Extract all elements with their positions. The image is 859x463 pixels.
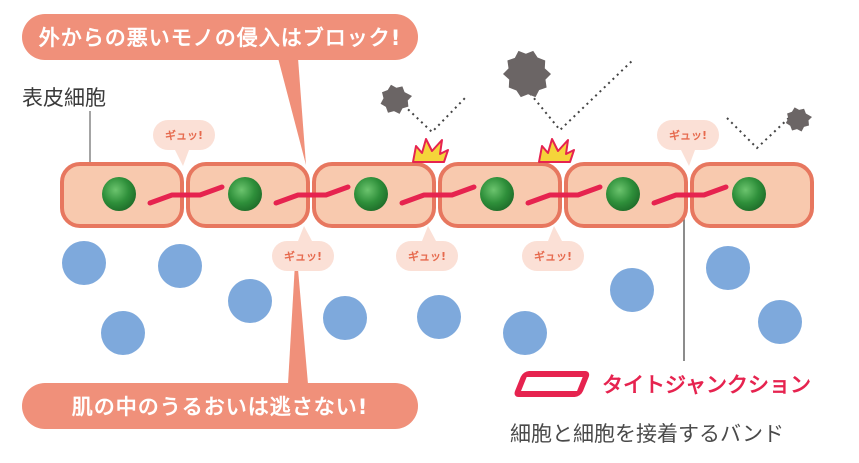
moisture-droplet-icon (610, 268, 654, 312)
squeeze-bubble: ギュッ! (657, 120, 719, 150)
legend-description: 細胞と細胞を接着するバンド (510, 422, 785, 446)
cell-nucleus (606, 177, 640, 211)
tight-junction-band-icon (273, 184, 351, 206)
bubble-tail (681, 150, 695, 166)
moisture-droplet-icon (228, 279, 272, 323)
trajectory-line (726, 116, 791, 150)
squeeze-bubble: ギュッ! (153, 120, 215, 150)
tight-junction-band-icon (514, 371, 590, 397)
cell-nucleus (732, 177, 766, 211)
cell-nucleus (228, 177, 262, 211)
harmful-particle-icon (380, 84, 412, 114)
moisture-droplet-icon (706, 246, 750, 290)
moisture-droplet-icon (417, 295, 461, 339)
particle-trajectories (394, 58, 791, 150)
tight-junction-band-icon (525, 184, 603, 206)
bottom-banner-pointer (288, 246, 308, 384)
moisture (62, 241, 802, 355)
moisture-droplet-icon (758, 300, 802, 344)
cell-nucleus (480, 177, 514, 211)
harmful-particles (380, 50, 812, 132)
tight-junction-band-icon (399, 184, 477, 206)
moisture-droplet-icon (158, 244, 202, 288)
harmful-particle-icon (503, 50, 551, 98)
impact-sparks (412, 138, 575, 163)
cell-nucleus (102, 177, 136, 211)
moisture-droplet-icon (101, 311, 145, 355)
top-banner-pointer (278, 58, 306, 165)
bubble-tail (298, 226, 312, 241)
harmful-particle-icon (785, 107, 812, 132)
bubble-tails (175, 150, 695, 241)
retain-moisture-banner: 肌の中のうるおいは逃さない! (22, 383, 418, 429)
nuclei (102, 177, 766, 211)
moisture-droplet-icon (323, 296, 367, 340)
block-harmful-banner: 外からの悪いモノの侵入はブロック! (22, 14, 418, 60)
squeeze-bubble: ギュッ! (522, 241, 584, 271)
moisture-droplet-icon (62, 241, 106, 285)
impact-spark-icon (538, 138, 575, 163)
tight-junction-band-icon (147, 184, 225, 206)
tight-junctions (147, 184, 729, 206)
bubble-tail (548, 226, 562, 241)
impact-spark-icon (412, 138, 449, 163)
bubble-tail (175, 150, 189, 166)
squeeze-bubble: ギュッ! (396, 241, 458, 271)
epidermal-cell-label: 表皮細胞 (22, 86, 106, 110)
tight-junction-band-icon (651, 184, 729, 206)
legend-title: タイトジャンクション (602, 373, 811, 397)
cell-nucleus (354, 177, 388, 211)
trajectory-line (514, 58, 635, 132)
bubble-tail (422, 226, 436, 241)
moisture-droplet-icon (503, 311, 547, 355)
squeeze-bubble: ギュッ! (272, 241, 334, 271)
